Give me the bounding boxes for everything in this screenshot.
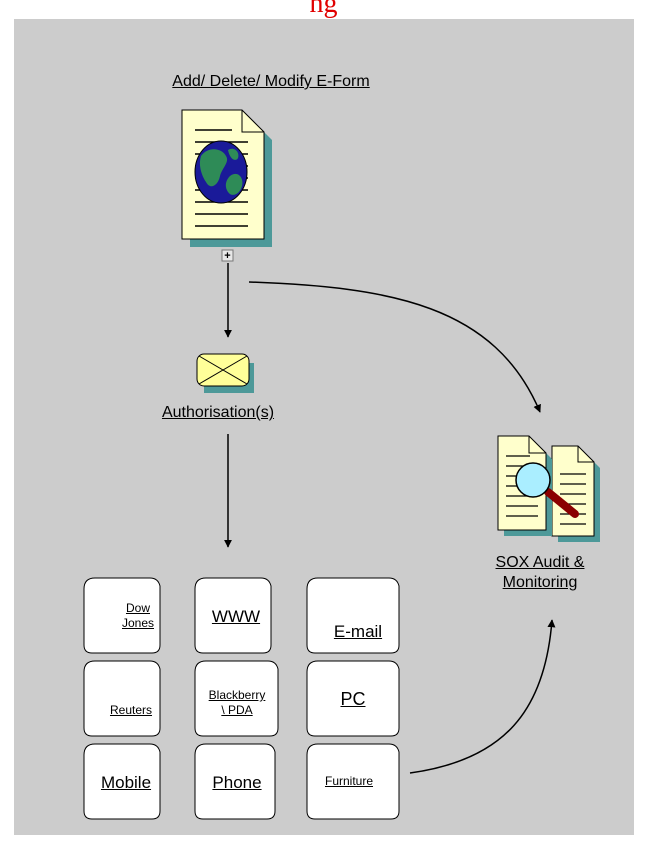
folder-www-shape[interactable] [194,577,272,654]
folder-pc-shape[interactable] [306,660,400,737]
channel-folders [83,577,400,820]
folder-phone-shape[interactable] [194,743,276,820]
envelope-icon[interactable] [196,353,254,393]
eform-document-icon[interactable] [181,109,272,247]
folder-blackberry-shape[interactable] [194,660,279,737]
folder-mobile-shape[interactable] [83,743,161,820]
folder-dow-jones-line2: Jones [121,616,155,630]
eform-title: Add/ Delete/ Modify E-Form [172,73,370,90]
arrow-channels-to-audit [409,619,556,774]
authorisation-label: Authorisation(s) [161,404,275,421]
folder-blackberry-line1: Blackberry [208,688,266,702]
folder-email-shape[interactable] [306,577,400,654]
expand-glyph: + [224,250,230,262]
folder-mobile[interactable]: Mobile [90,772,162,793]
folder-www-label: WWW [211,607,261,626]
folder-www[interactable]: WWW [197,606,275,627]
magnifier-icon [515,462,579,518]
folder-furniture-label: Furniture [324,774,374,788]
folder-reuters-shape[interactable] [83,660,161,737]
folder-pc-label: PC [340,689,366,709]
audit-label-line2: Monitoring [502,574,578,591]
audit-documents-icon[interactable] [497,435,600,542]
folder-furniture-shape[interactable] [306,743,400,820]
folder-dow-jones[interactable]: Dow Jones [108,601,168,631]
expand-toggle-icon[interactable] [221,249,234,262]
folder-phone-label: Phone [212,773,262,792]
folder-dow-jones-line1: Dow [125,601,150,615]
folder-pc[interactable]: PC [313,688,393,711]
folder-mobile-label: Mobile [100,773,152,792]
folder-email[interactable]: E-mail [313,621,403,642]
folder-blackberry-line2: \ PDA [221,703,253,717]
arrow-form-to-audit [248,281,541,413]
folder-email-label: E-mail [333,622,383,641]
folder-reuters-label: Reuters [109,703,153,717]
folder-reuters[interactable]: Reuters [96,703,166,718]
folder-phone[interactable]: Phone [198,772,276,793]
folder-dow-jones-shape[interactable] [83,577,161,654]
globe-icon [194,140,248,204]
audit-label-line1: SOX Audit & [495,554,585,571]
header-fragment: ng [309,0,338,19]
folder-blackberry[interactable]: Blackberry \ PDA [197,688,277,718]
folder-furniture[interactable]: Furniture [308,774,390,789]
